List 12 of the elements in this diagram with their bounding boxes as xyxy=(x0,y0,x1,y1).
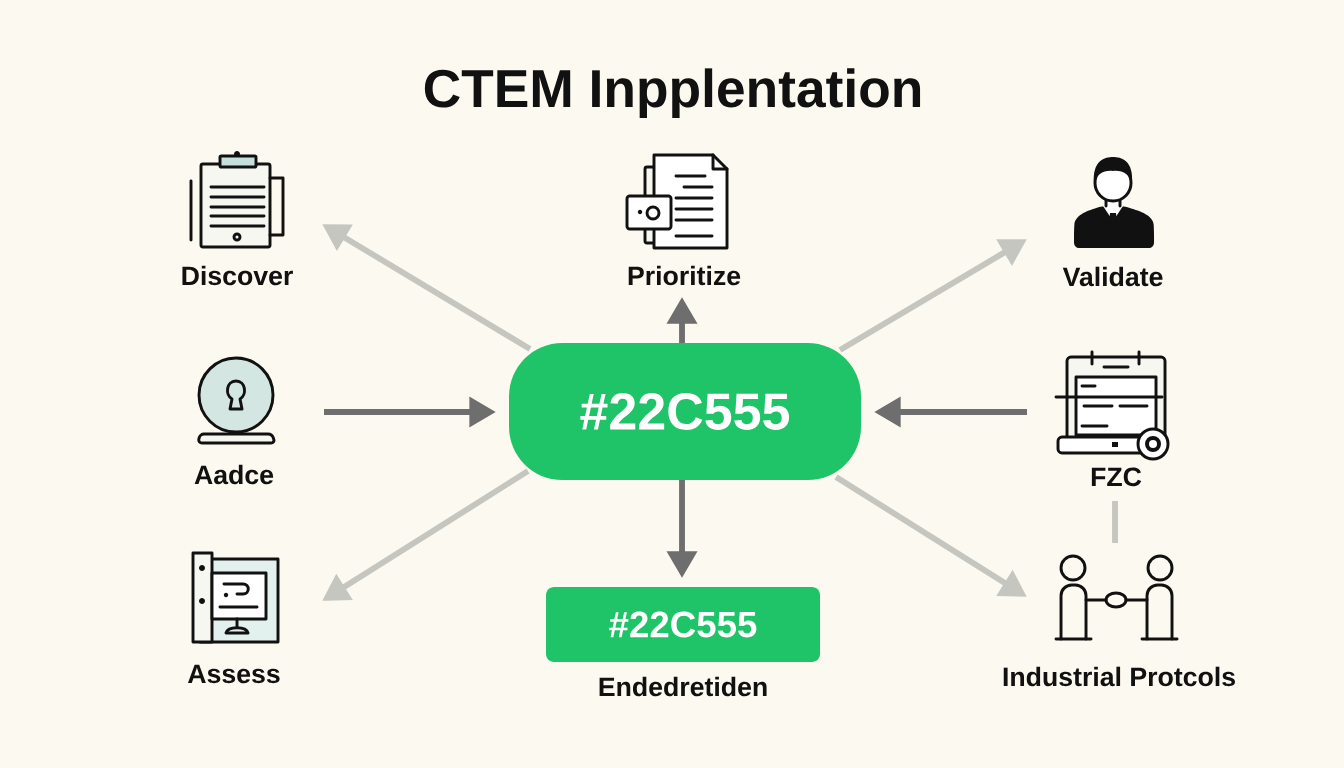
node-label: Discover xyxy=(182,265,293,286)
node-label: Industrial Protcols xyxy=(1003,666,1235,687)
label-box: #22C555 xyxy=(546,587,820,662)
node-label: Validate xyxy=(1062,266,1163,287)
node-label: Endedretiden xyxy=(599,676,767,697)
node-label: Assess xyxy=(187,664,280,684)
node-label: Aadce xyxy=(194,464,274,485)
node-label: Prioritize xyxy=(628,265,741,286)
rounded-box: #22C555 xyxy=(509,343,861,480)
connector-line xyxy=(1112,501,1118,543)
node-label: FZC xyxy=(1091,467,1142,487)
title: CTEM Inpplentation xyxy=(424,68,921,119)
